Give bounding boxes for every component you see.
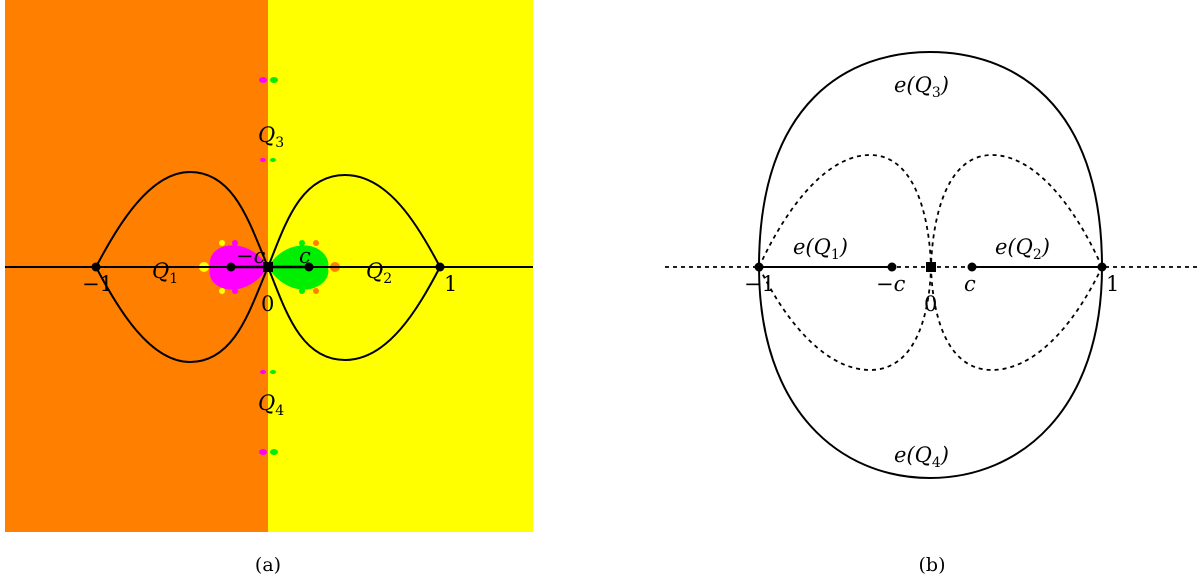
point-neg-c [887,262,897,272]
label-c: c [964,272,976,296]
label-c: c [299,244,311,268]
label-eq2: e(Q2) [995,235,1050,263]
label-neg-c: −c [876,272,906,296]
point-c [304,262,314,272]
label-eq1: e(Q1) [793,235,848,263]
curve-inner-left-dotted [758,154,932,371]
caption-a: (a) [255,554,281,576]
magenta-basin-bud [232,288,238,294]
panel-a: Q1 Q2 Q3 Q4 −c c −1 0 1 (a) [5,0,533,576]
label-eq4: e(Q4) [894,443,949,471]
satellite-blob-magenta [259,449,267,455]
label-neg-c: −c [236,244,266,268]
label-zero: 0 [924,292,937,316]
satellite-blob-green [270,158,276,162]
point-one [1097,262,1107,272]
point-neg-one [754,262,764,272]
label-one: 1 [444,272,457,296]
yellow-bud-left [219,240,225,246]
point-neg-one [91,262,101,272]
label-eq3: e(Q3) [894,73,949,101]
label-q2: Q2 [366,259,392,287]
curve-inner-right-dotted [930,154,1103,371]
satellite-blob-magenta [259,77,267,83]
label-neg-one: −1 [82,272,113,296]
point-neg-c [226,262,236,272]
satellite-blob-magenta [260,370,266,374]
label-q4: Q4 [258,391,284,419]
label-one: 1 [1106,272,1119,296]
label-q3: Q3 [258,123,284,151]
orange-bud-right [313,288,319,294]
satellite-blob-green [270,370,276,374]
axis-satellite-blobs [259,77,278,455]
green-basin-bud [299,288,305,294]
satellite-blob-magenta [260,158,266,162]
magenta-basin-bud [232,240,238,246]
label-neg-one: −1 [744,272,775,296]
label-q1: Q1 [152,259,178,287]
orange-bud-right [313,240,319,246]
caption-b: (b) [919,554,946,576]
point-one [435,262,445,272]
point-c [967,262,977,272]
label-zero: 0 [261,292,274,316]
point-origin [263,262,273,272]
panel-b: e(Q3) e(Q1) e(Q2) e(Q4) −c c −1 0 1 (b) [665,50,1198,576]
satellite-blob-green [270,449,278,455]
green-basin-bud [299,240,305,246]
satellite-blob-green [270,77,278,83]
yellow-bud-left [219,288,225,294]
point-origin [926,262,936,272]
